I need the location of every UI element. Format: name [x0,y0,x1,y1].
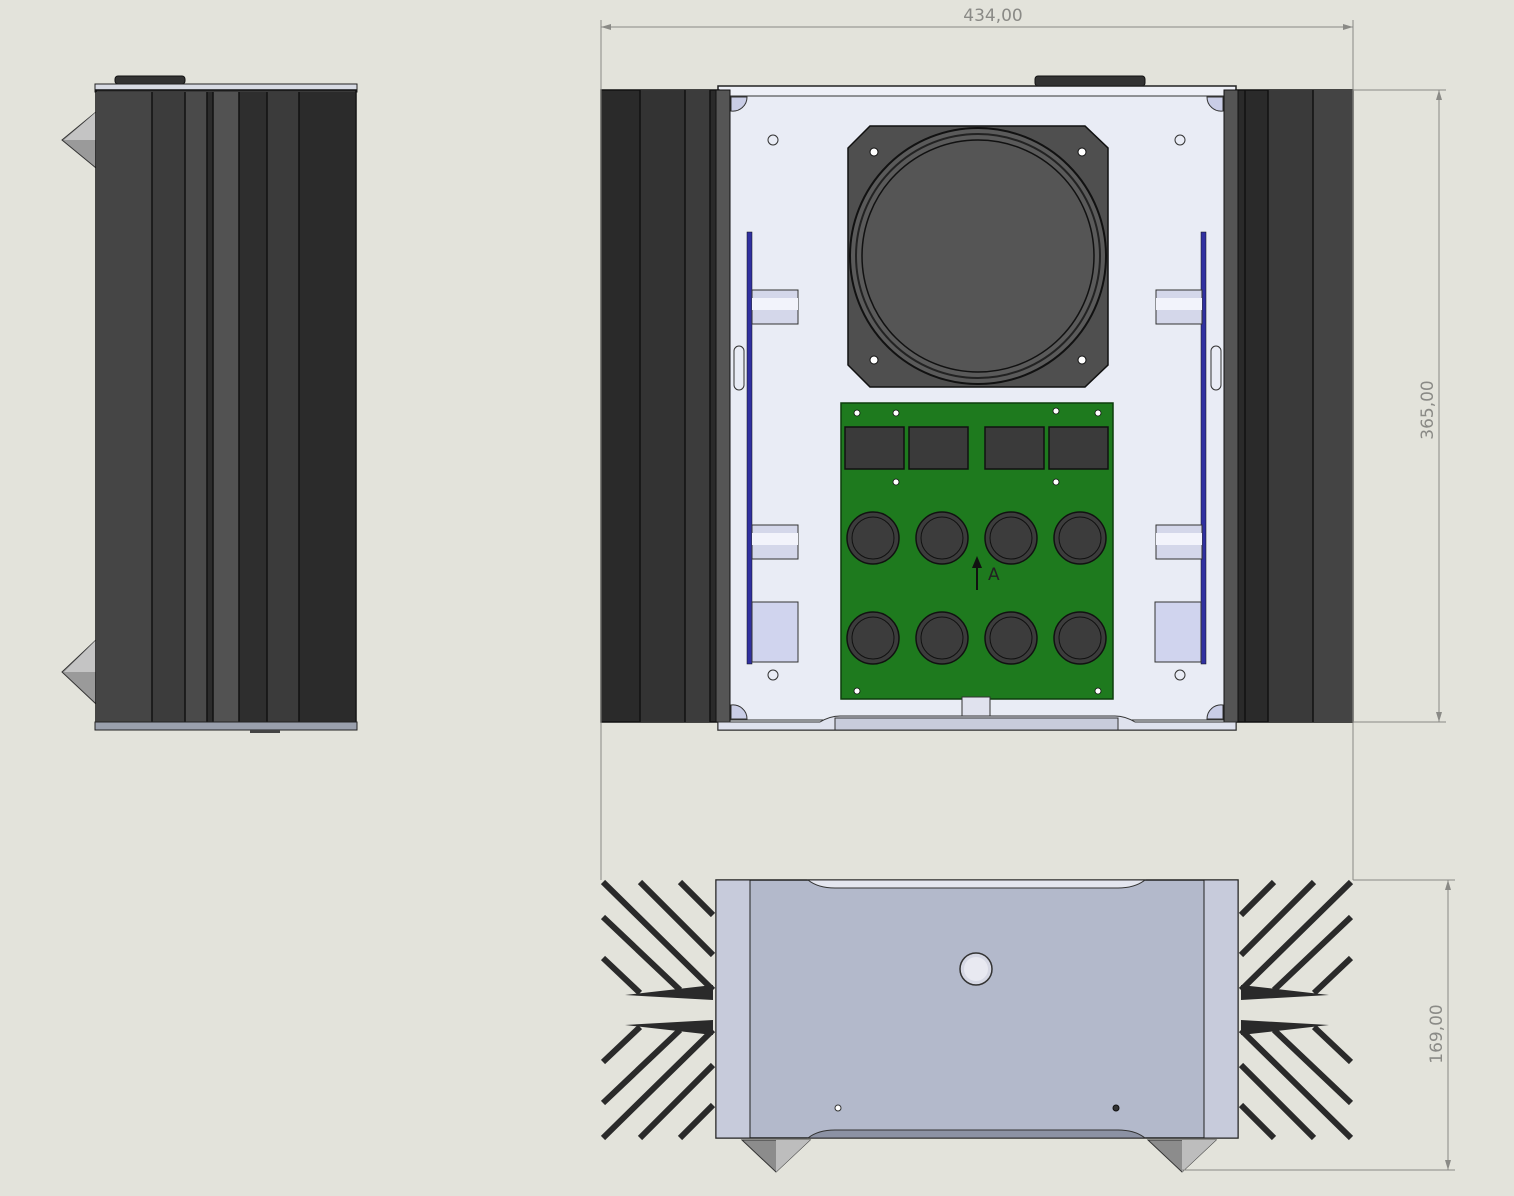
side-foot-bottom-highlight [64,640,96,672]
front-view [600,879,1354,1173]
heatsink-flange-right [1223,89,1239,723]
heatsink-flange-left [715,89,731,723]
mounting-hole [767,669,779,681]
side-bottom-connector [250,730,280,733]
dimension-height-label: 169,00 [1427,1004,1447,1063]
front-heatsink-fins-left [600,879,716,1141]
top-view: A [600,75,1354,731]
power-button-face [964,957,988,981]
terminal-block [751,601,799,663]
front-panel [715,879,1239,1139]
side-view [61,75,358,733]
pcb-hole [1094,409,1102,417]
capacitor [1053,511,1107,565]
front-hole [834,1104,842,1112]
corner-post [730,704,748,720]
corner-post [1206,96,1224,112]
rectifier [1048,426,1109,470]
capacitor [984,511,1038,565]
side-bottom-plate [94,721,358,731]
heatsink-fin [640,90,685,722]
corner-post [730,96,748,112]
output-device-highlight [1156,298,1202,310]
section-arrow-head [972,556,982,568]
mounting-hole [767,134,779,146]
heatsink-fin [685,90,710,722]
dimension-depth-label: 365,00 [1418,380,1438,439]
front-heatsink-fins-right [1238,879,1354,1141]
pcb-hole [1052,478,1060,486]
front-top-recess [806,879,1147,889]
front-foot-left-highlight [776,1140,810,1172]
side-fin-band [207,92,213,722]
front-panel-recess [834,717,1119,731]
corner-post [1206,704,1224,720]
mounting-hole [1174,134,1186,146]
rectifier [908,426,969,470]
pcb-hole [1052,407,1060,415]
front-fin-spike [1241,985,1329,1000]
transformer-screw [869,355,879,365]
dimension-width-label: 434,00 [963,6,1022,26]
front-fin-spike [1241,1020,1329,1035]
output-device-highlight [1156,533,1202,545]
side-slot [1210,345,1222,391]
heatsink-fin [1268,90,1313,722]
transformer-screw [869,147,879,157]
front-side-cheek-right [1203,879,1239,1139]
side-fin-band [239,92,267,722]
side-fin-band [299,92,355,722]
transformer-toroid-ring [855,133,1101,379]
rectifier [844,426,905,470]
front-fin-spike [625,985,713,1000]
capacitor [846,611,900,665]
top-back-knob [1034,75,1146,87]
front-foot-right-highlight [1182,1140,1216,1172]
pcb-hole [1094,687,1102,695]
capacitor [915,611,969,665]
transformer-screw [1077,355,1087,365]
pcb-hole [892,478,900,486]
pcb-hole [892,409,900,417]
dimension-width: 434,00 [600,6,1354,880]
driver-board-right [1200,231,1207,665]
capacitor [1053,611,1107,665]
driver-board-left [746,231,753,665]
mounting-hole [1174,669,1186,681]
pcb-hole [853,409,861,417]
side-top-knob [114,75,186,85]
side-fin-band [152,92,185,722]
terminal-block [1154,601,1202,663]
front-bottom-recess [806,1129,1147,1139]
pcb-hole [853,687,861,695]
output-device-highlight [752,298,798,310]
dimension-height: 169,00 [1182,879,1455,1171]
section-callout-label: A [988,565,1000,585]
heatsink-fin [1313,90,1353,722]
front-fin-spike [625,1020,713,1035]
capacitor [846,511,900,565]
dimension-depth: 365,00 [1353,89,1446,723]
side-fin-band [213,92,239,722]
capacitor [984,611,1038,665]
front-side-cheek-left [715,879,751,1139]
side-slot [733,345,745,391]
capacitor [915,511,969,565]
transformer-screw [1077,147,1087,157]
side-fin-band [96,92,152,722]
side-fin-band [267,92,299,722]
side-fin-band [185,92,207,722]
side-foot-top-highlight [64,112,96,140]
rectifier [984,426,1045,470]
front-led [1112,1104,1120,1112]
transformer-core [861,139,1095,373]
output-device-highlight [752,533,798,545]
